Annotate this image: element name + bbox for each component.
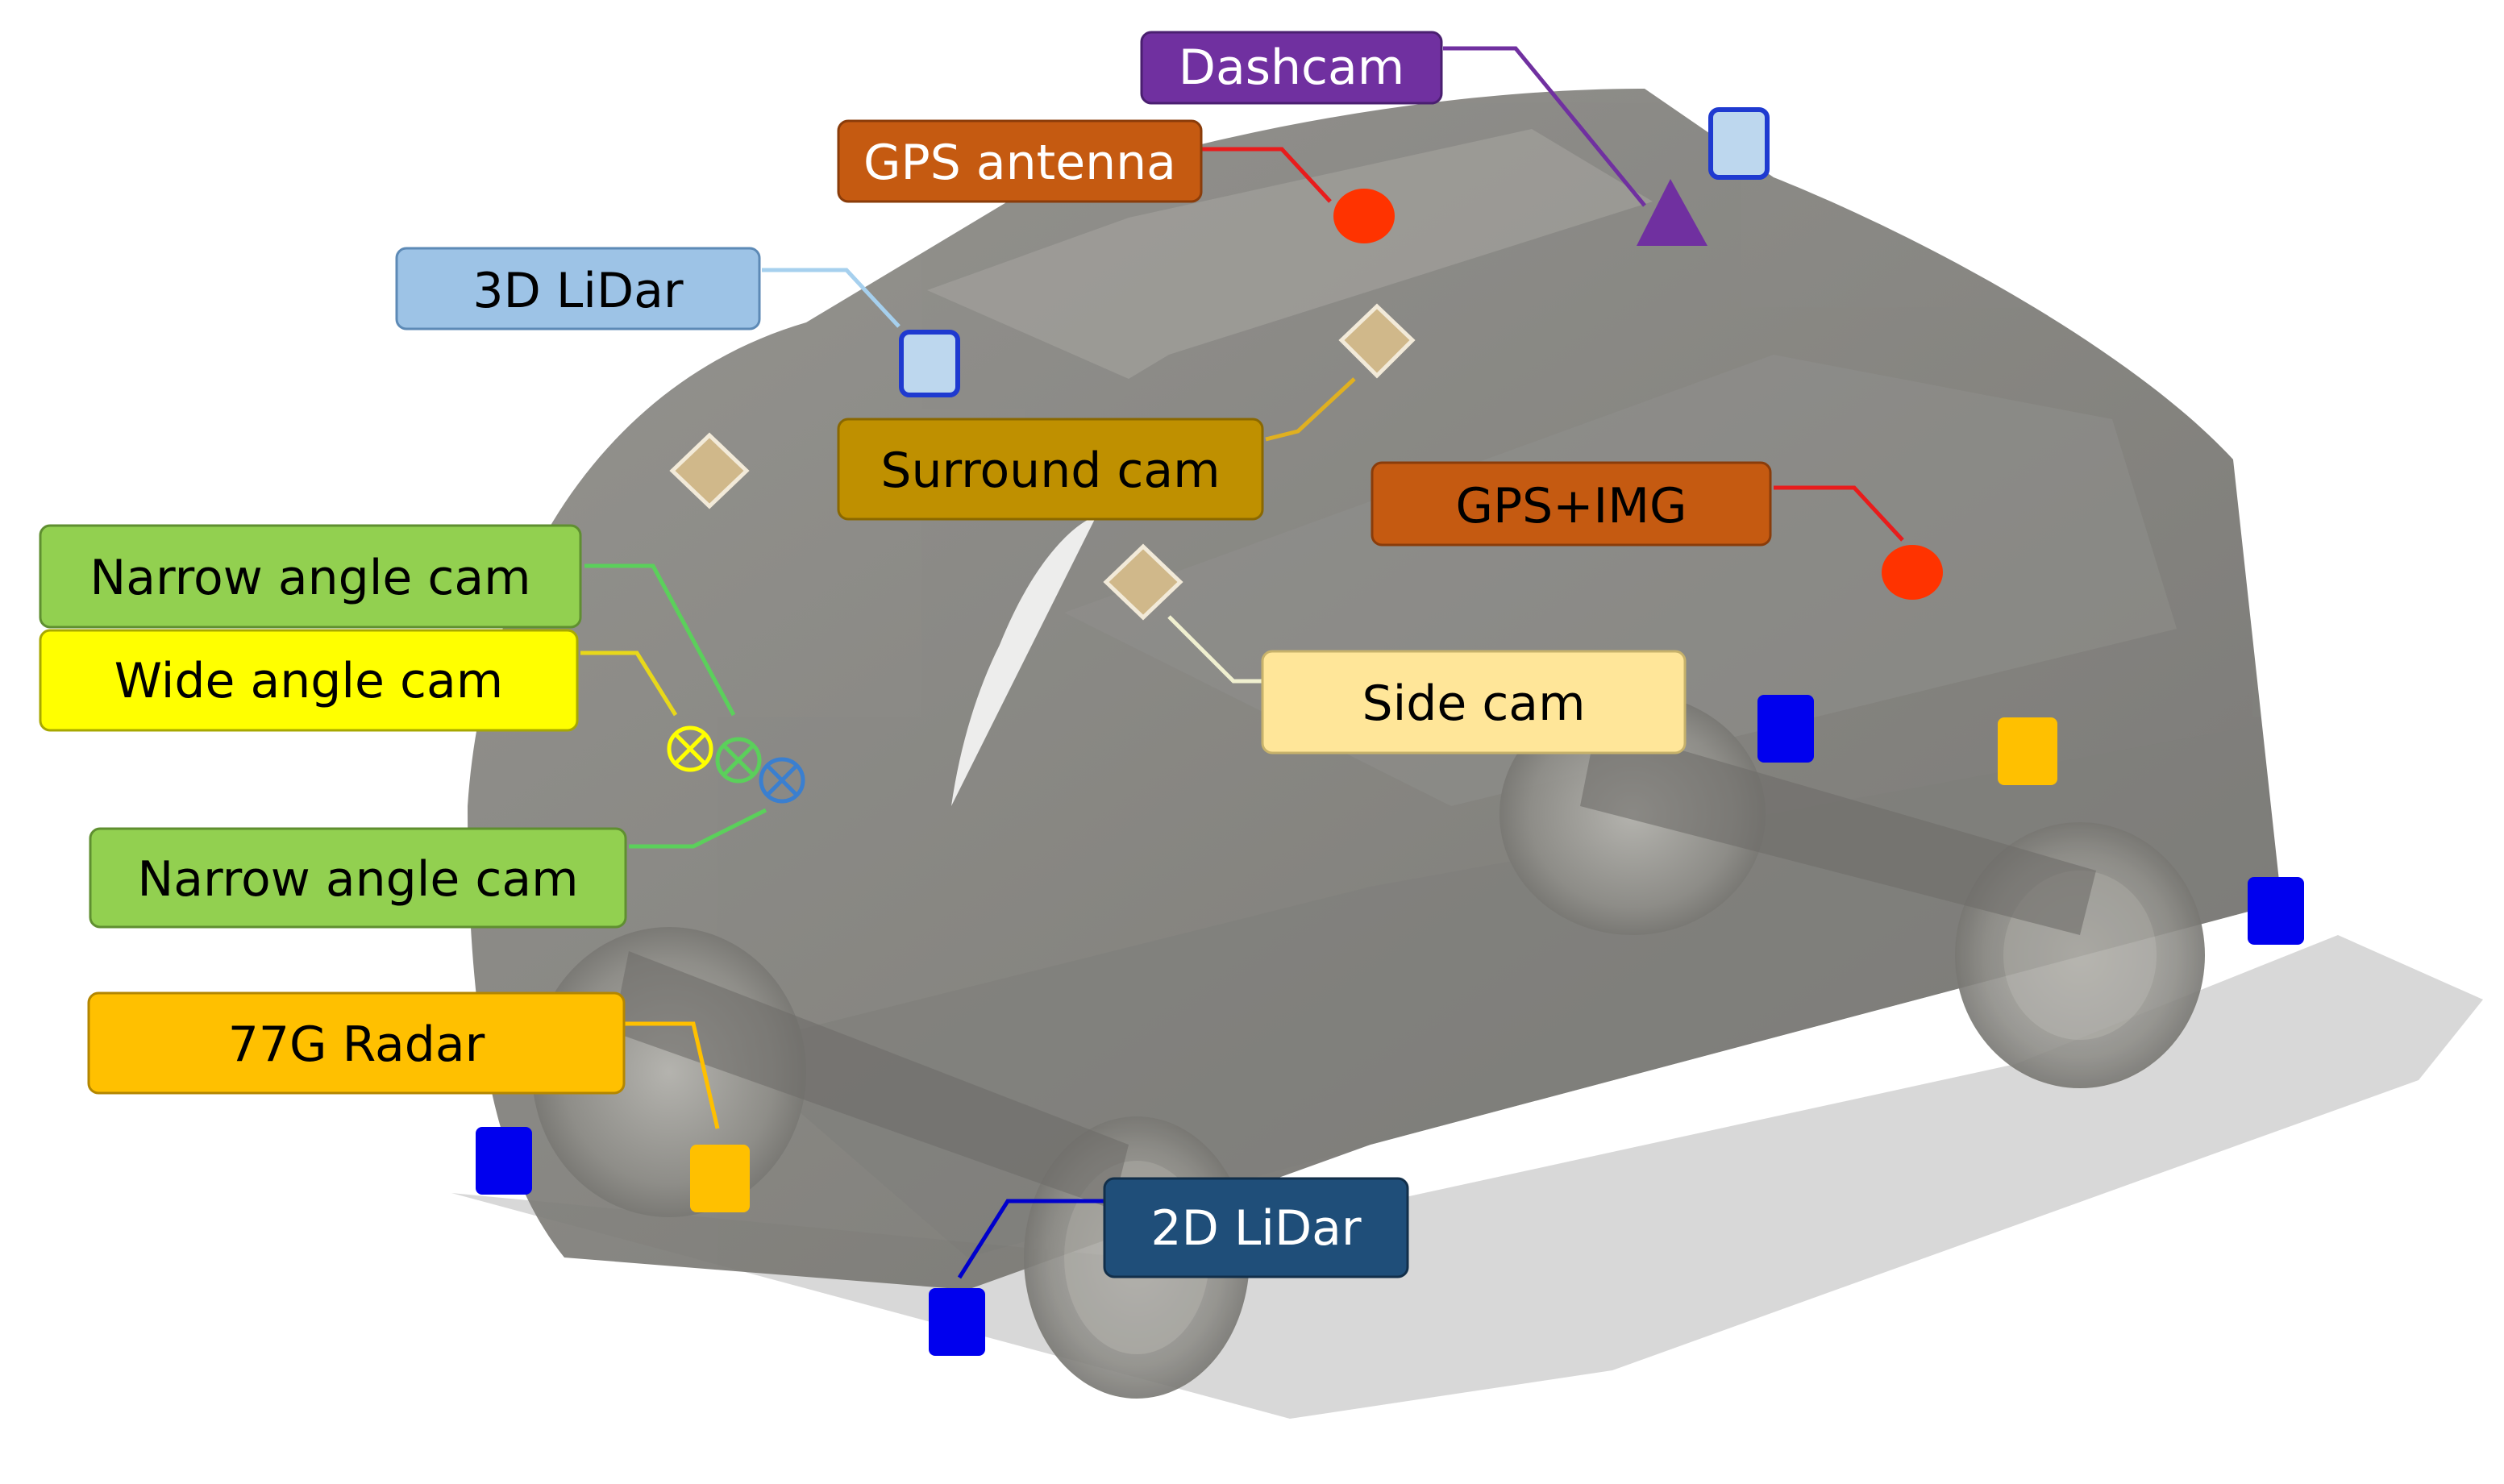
wide-angle-cam-callout[interactable]: Wide angle cam xyxy=(39,629,579,732)
gps-antenna-callout-label: GPS antenna xyxy=(863,135,1176,191)
lidar-2d-marker-rear-right[interactable] xyxy=(1757,695,1814,763)
lidar-2d-marker-front-right[interactable] xyxy=(476,1127,532,1195)
side-cam-leader xyxy=(1167,615,1262,684)
narrow-angle-cam-marker-bottom[interactable] xyxy=(759,757,805,804)
lidar-3d-leader xyxy=(762,268,901,328)
lidar-2d-callout-label: 2D LiDar xyxy=(1150,1200,1362,1257)
narrow-angle-cam-bottom-callout-label: Narrow angle cam xyxy=(137,851,578,908)
narrow-angle-cam-bottom-callout[interactable]: Narrow angle cam xyxy=(89,827,627,929)
gps-img-callout-label: GPS+IMG xyxy=(1456,478,1687,534)
lidar-2d-callout[interactable]: 2D LiDar xyxy=(1103,1177,1409,1278)
lidar-2d-marker-rear-left[interactable] xyxy=(2248,877,2304,945)
dashcam-callout-label: Dashcam xyxy=(1179,39,1404,96)
dashcam-callout-box xyxy=(1140,31,1443,105)
narrow-angle-cam-marker-top[interactable] xyxy=(715,737,762,784)
narrow-cam-top-leader xyxy=(584,563,736,717)
narrow-cam-bottom-leader xyxy=(629,808,767,849)
narrow-angle-cam-top-callout-box xyxy=(39,524,582,629)
lidar-3d-marker-rear[interactable] xyxy=(1708,107,1770,180)
gps-img-callout-box xyxy=(1371,461,1772,547)
wide-angle-cam-callout-label: Wide angle cam xyxy=(114,653,504,709)
radar-77g-callout-label: 77G Radar xyxy=(228,1016,485,1073)
callouts: Dashcam GPS antenna 3D LiDar Surround ca… xyxy=(39,31,1772,1278)
vehicle-windshield xyxy=(951,516,1096,806)
surround-cam-marker-front[interactable] xyxy=(669,432,750,509)
side-cam-callout[interactable]: Side cam xyxy=(1261,650,1687,754)
lidar-3d-callout-box xyxy=(395,247,761,330)
gps-antenna-marker[interactable] xyxy=(1333,189,1395,243)
dashcam-marker[interactable] xyxy=(1637,179,1707,246)
radar-77g-callout[interactable]: 77G Radar xyxy=(87,991,626,1095)
leader-lines xyxy=(580,46,1904,1279)
rear-axle xyxy=(1580,725,2096,935)
gps-img-callout[interactable]: GPS+IMG xyxy=(1371,461,1772,547)
surround-cam-marker-rear[interactable] xyxy=(1338,303,1416,379)
lidar-2d-marker-front-left[interactable] xyxy=(929,1288,985,1356)
narrow-angle-cam-bottom-callout-box xyxy=(89,827,627,929)
radar-leader xyxy=(625,1021,720,1129)
radar-77g-callout-box xyxy=(87,991,626,1095)
wide-angle-cam-callout-box xyxy=(39,629,579,732)
surround-cam-leader xyxy=(1265,377,1356,442)
gps-antenna-callout-box xyxy=(837,119,1203,203)
wide-angle-cam-marker[interactable] xyxy=(667,725,713,772)
narrow-angle-cam-top-callout[interactable]: Narrow angle cam xyxy=(39,524,582,629)
sensor-markers xyxy=(476,107,2304,1356)
vehicle-roof-panel xyxy=(927,129,1653,379)
lidar-3d-callout[interactable]: 3D LiDar xyxy=(395,247,761,330)
side-cam-callout-label: Side cam xyxy=(1362,675,1585,732)
surround-cam-callout-label: Surround cam xyxy=(880,443,1220,499)
gps-antenna-callout[interactable]: GPS antenna xyxy=(837,119,1203,203)
lidar-3d-callout-label: 3D LiDar xyxy=(472,263,684,319)
side-cam-marker[interactable] xyxy=(1103,543,1183,621)
radar-marker-rear[interactable] xyxy=(1998,717,2057,785)
wide-cam-leader xyxy=(580,651,678,717)
gps-img-leader xyxy=(1774,485,1904,542)
lidar-2d-leader xyxy=(957,1199,1104,1279)
side-cam-callout-box xyxy=(1261,650,1687,754)
dashcam-callout[interactable]: Dashcam xyxy=(1140,31,1443,105)
lidar-2d-callout-box xyxy=(1103,1177,1409,1278)
gps-img-marker[interactable] xyxy=(1882,545,1943,600)
dashcam-leader xyxy=(1443,46,1646,207)
narrow-angle-cam-top-callout-label: Narrow angle cam xyxy=(89,550,530,606)
surround-cam-callout[interactable]: Surround cam xyxy=(837,418,1264,521)
lidar-3d-marker-front[interactable] xyxy=(899,330,960,397)
front-axle xyxy=(613,951,1129,1209)
surround-cam-callout-box xyxy=(837,418,1264,521)
gps-antenna-leader xyxy=(1201,147,1332,203)
radar-marker-front[interactable] xyxy=(690,1145,750,1212)
